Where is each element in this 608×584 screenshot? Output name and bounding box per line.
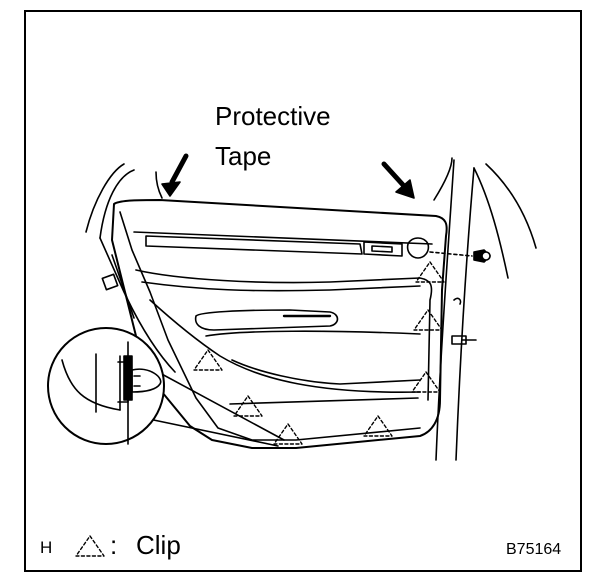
clip-marker — [415, 261, 445, 283]
body-right-pillar — [433, 157, 537, 461]
figure-code: B75164 — [506, 541, 562, 558]
clip-detail-magnifier — [47, 327, 285, 447]
protective-tape-label-line2: Tape — [215, 141, 272, 171]
arrow-right-icon — [381, 161, 415, 199]
clip-marker — [233, 395, 263, 417]
door-trim-panel — [111, 199, 448, 449]
protective-tape-label-line1: Protective — [215, 101, 331, 131]
arrow-left-icon — [161, 153, 189, 197]
legend-separator: : — [110, 530, 118, 560]
legend-text: Clip — [136, 530, 181, 560]
screw-icon — [429, 249, 491, 263]
tape-mark-left — [155, 171, 163, 199]
clip-marker — [193, 349, 223, 371]
clip-marker — [273, 423, 303, 445]
clip-marker — [413, 309, 443, 331]
body-left-tab — [101, 273, 119, 291]
legend-prefix: H — [40, 538, 53, 557]
clip-markers — [193, 261, 445, 445]
dotted-triangle-icon — [75, 535, 105, 557]
clip-marker — [411, 371, 441, 393]
clip-marker — [363, 415, 393, 437]
